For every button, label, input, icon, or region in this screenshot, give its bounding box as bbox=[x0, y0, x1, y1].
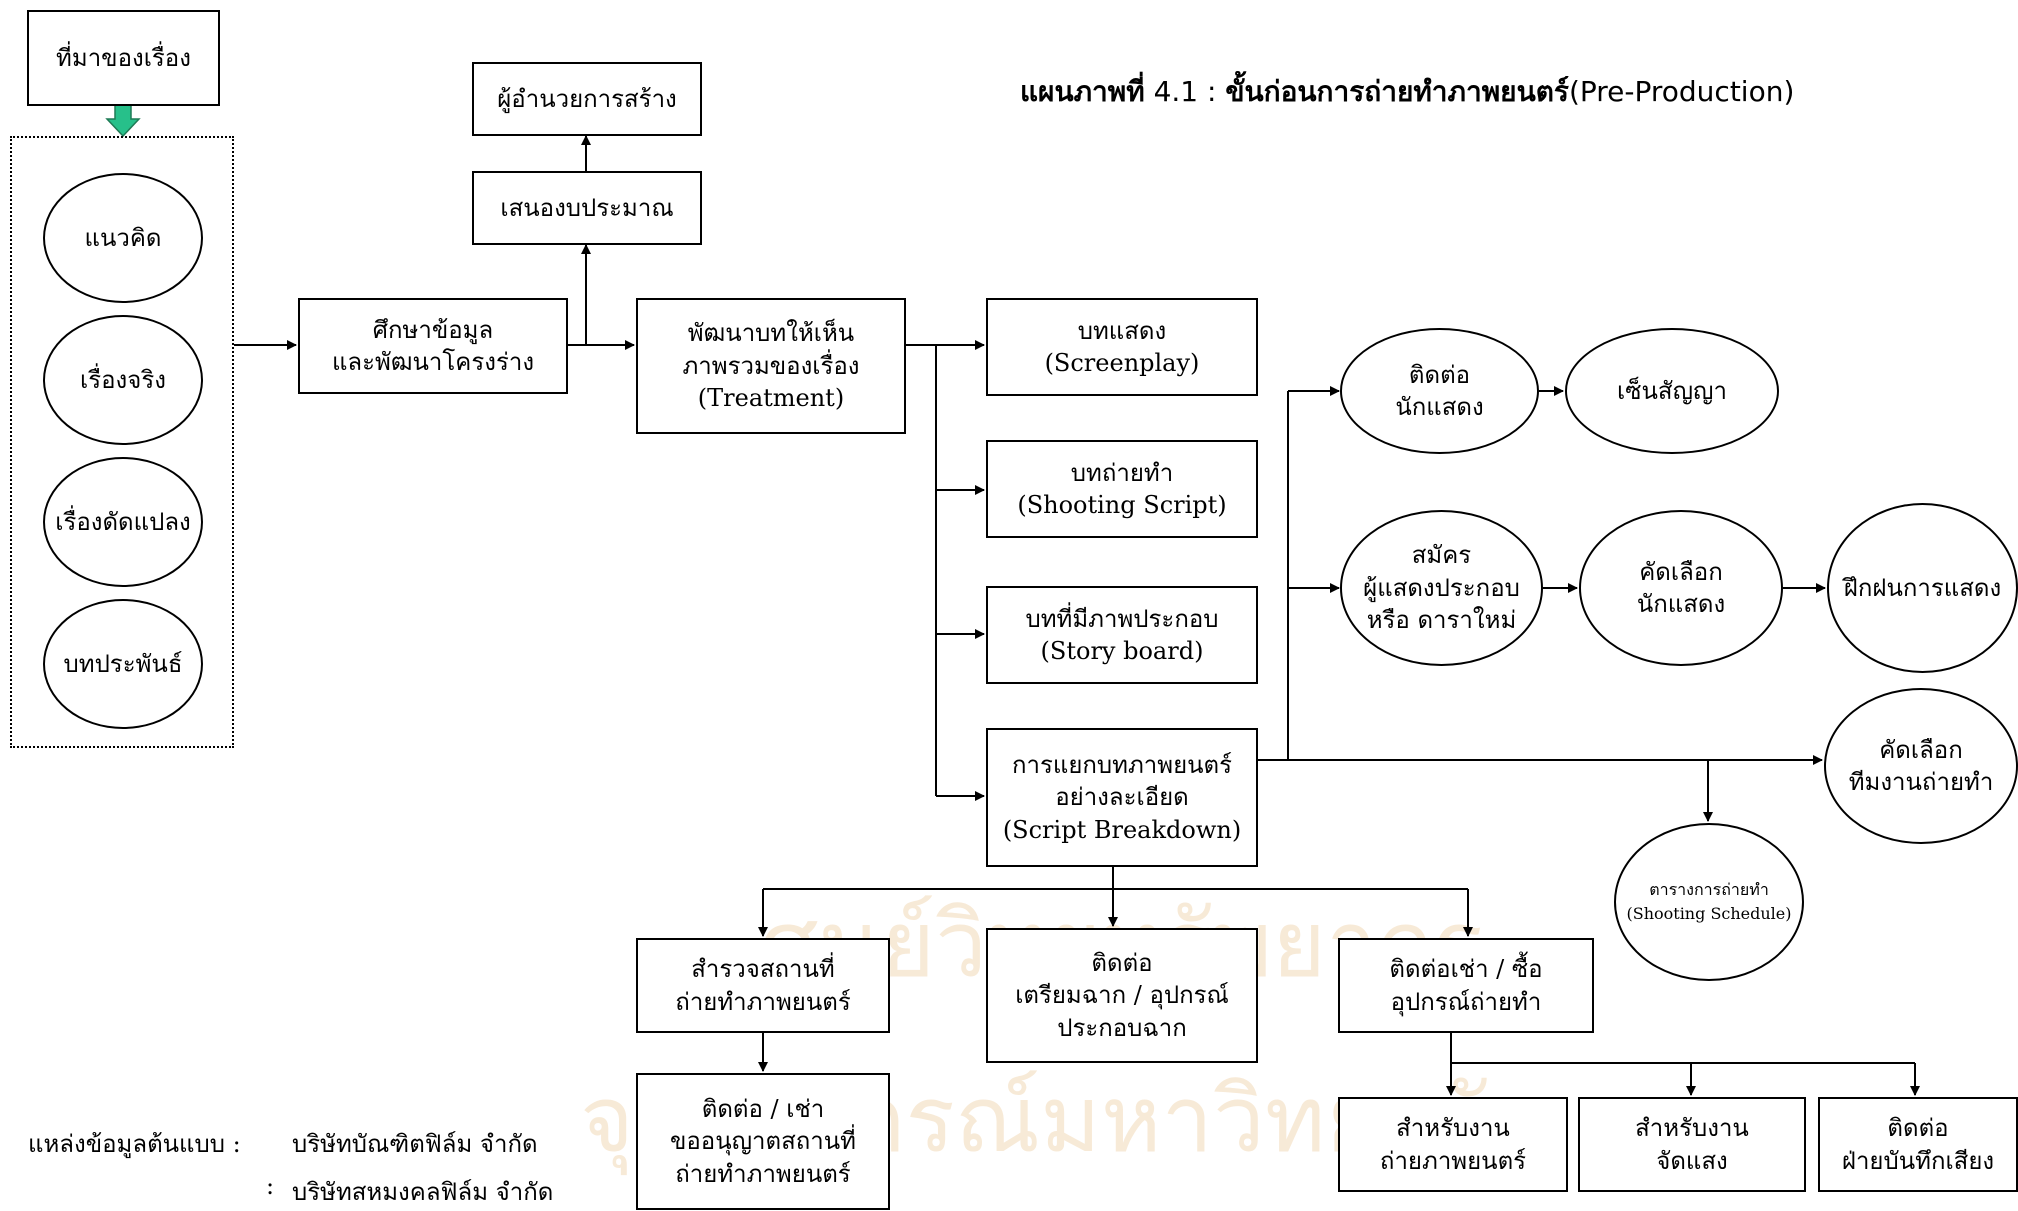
source-label: แหล่งข้อมูลต้นแบบ : bbox=[28, 1130, 241, 1158]
node-for-filming: สำหรับงาน ถ่ายภาพยนตร์ bbox=[1338, 1097, 1568, 1192]
node-treatment: พัฒนาบทให้เห็น ภาพรวมของเรื่อง (Treatmen… bbox=[636, 298, 906, 434]
node-sign-contract: เซ็นสัญญา bbox=[1565, 328, 1779, 454]
node-budget: เสนองบประมาณ bbox=[472, 171, 702, 245]
diagram-title: แผนภาพที่ 4.1 : ขั้นก่อนการถ่ายทำภาพยนตร… bbox=[1020, 70, 1794, 114]
node-set-props: ติดต่อ เตรียมฉาก / อุปกรณ์ ประกอบฉาก bbox=[986, 928, 1258, 1063]
node-adapted-story: เรื่องดัดแปลง bbox=[43, 457, 203, 587]
node-select-actor: คัดเลือก นักแสดง bbox=[1579, 510, 1783, 666]
node-shooting-script: บทถ่ายทำ (Shooting Script) bbox=[986, 440, 1258, 538]
title-number: 4.1 : bbox=[1144, 75, 1226, 108]
title-bold-2: ขั้นก่อนการถ่ายทำภาพยนตร์ bbox=[1225, 75, 1569, 108]
origin-down-arrow bbox=[105, 104, 141, 138]
node-rehearse: ฝึกฝนการแสดง bbox=[1827, 503, 2018, 673]
node-true-story: เรื่องจริง bbox=[43, 315, 203, 445]
node-recruit: สมัคร ผู้แสดงประกอบ หรือ ดาราใหม่ bbox=[1340, 510, 1543, 666]
node-for-lighting: สำหรับงาน จัดแสง bbox=[1578, 1097, 1806, 1192]
node-producer: ผู้อำนวยการสร้าง bbox=[472, 62, 702, 136]
node-breakdown: การแยกบทภาพยนตร์ อย่างละเอียด (Script Br… bbox=[986, 728, 1258, 867]
node-contact-actor: ติดต่อ นักแสดง bbox=[1340, 328, 1539, 454]
node-survey-location: สำรวจสถานที่ ถ่ายทำภาพยนตร์ bbox=[636, 938, 890, 1033]
title-bold: แผนภาพที่ bbox=[1020, 75, 1145, 108]
source-sep-2: : bbox=[266, 1172, 275, 1200]
source-line-1: บริษัทบัณฑิตฟิล์ม จำกัด bbox=[292, 1130, 538, 1158]
source-group bbox=[10, 136, 234, 748]
node-select-crew: คัดเลือก ทีมงานถ่ายทำ bbox=[1824, 688, 2018, 844]
node-origin: ที่มาของเรื่อง bbox=[27, 10, 220, 106]
node-location-permit: ติดต่อ / เช่า ขออนุญาตสถานที่ ถ่ายทำภาพย… bbox=[636, 1073, 890, 1210]
source-line-2: บริษัทสหมงคลฟิล์ม จำกัด bbox=[292, 1178, 554, 1206]
node-screenplay: บทแสดง (Screenplay) bbox=[986, 298, 1258, 396]
node-concept: แนวคิด bbox=[43, 173, 203, 303]
node-storyboard: บทที่มีภาพประกอบ (Story board) bbox=[986, 586, 1258, 684]
title-tail: (Pre-Production) bbox=[1568, 75, 1795, 108]
node-composition: บทประพันธ์ bbox=[43, 599, 203, 729]
node-sound-dept: ติดต่อ ฝ่ายบันทึกเสียง bbox=[1818, 1097, 2018, 1192]
node-study: ศึกษาข้อมูล และพัฒนาโครงร่าง bbox=[298, 298, 568, 394]
node-schedule: ตารางการถ่ายทำ (Shooting Schedule) bbox=[1614, 823, 1804, 981]
node-rent-equipment: ติดต่อเช่า / ซื้อ อุปกรณ์ถ่ายทำ bbox=[1338, 938, 1594, 1033]
